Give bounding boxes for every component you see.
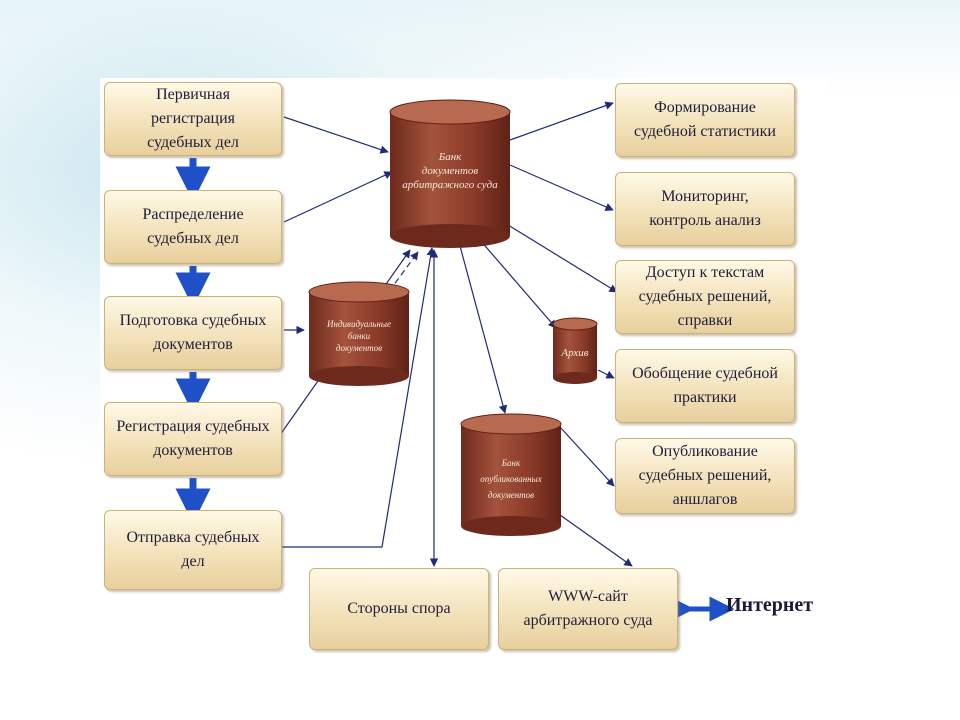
box-parties-label: Стороны спора — [347, 600, 451, 617]
individual-banks-label: Индивидуальные банки документов — [327, 319, 391, 353]
archive-label: Архив — [561, 347, 589, 359]
box-website: WWW-сайт арбитражного суда — [498, 568, 678, 650]
box-parties: Стороны спора — [309, 568, 489, 650]
arrow-dist-to-bank — [283, 171, 393, 223]
arrow-bank-to-archive — [479, 239, 557, 329]
box-doc-registration-label: Регистрация судебных документов — [116, 418, 270, 459]
box-doc-registration: Регистрация судебных документов — [104, 402, 282, 476]
box-sending-label: Отправка судебных дел — [126, 529, 260, 570]
arrow-bank-to-access — [499, 219, 618, 293]
arrow-published-to-publication — [559, 426, 615, 487]
cylinder-main-bank — [389, 99, 511, 248]
cylinder-individual-banks — [308, 281, 410, 386]
box-publication-label: Опубликование судебных решений, аншлагов — [638, 443, 772, 508]
arrow-send-to-bank — [282, 247, 435, 548]
box-distribution-label: Распределение судебных дел — [142, 206, 244, 247]
cylinder-archive — [552, 317, 598, 384]
arrow-bank-to-stats — [509, 101, 614, 141]
box-preparation: Подготовка судебных документов — [104, 296, 282, 370]
arrow-archive-to-practice — [597, 369, 615, 379]
box-website-label: WWW-сайт арбитражного суда — [523, 588, 653, 629]
box-sending: Отправка судебных дел — [104, 510, 282, 590]
box-primary-registration: Первичная регистрация судебных дел — [104, 82, 282, 156]
arrow-published-to-website — [559, 514, 633, 567]
box-practice-label: Обобщение судебной практики — [632, 365, 778, 406]
box-primary-registration-label: Первичная регистрация судебных дел — [147, 86, 239, 151]
arrow-bank-to-monitoring — [509, 164, 614, 211]
cylinder-published-bank — [460, 413, 562, 536]
box-publication: Опубликование судебных решений, аншлагов — [615, 438, 795, 514]
box-access-label: Доступ к текстам судебных решений, справ… — [638, 264, 772, 329]
internet-label: Интернет — [726, 594, 814, 616]
arrow-bank-to-published — [459, 245, 508, 414]
box-statistics: Формирование судебной статистики — [615, 83, 795, 157]
main-bank-label: Банк документов арбитражного суда — [402, 151, 498, 191]
box-access: Доступ к текстам судебных решений, справ… — [615, 260, 795, 334]
published-bank-label: Банк опубликованных документов — [480, 458, 542, 500]
box-monitoring-label: Мониторинг, контроль анализ — [649, 188, 761, 229]
box-preparation-label: Подготовка судебных документов — [119, 312, 267, 353]
arrow-individual-to-bank — [323, 251, 419, 381]
box-monitoring: Мониторинг, контроль анализ — [615, 172, 795, 246]
arrow-reg-to-bank — [283, 116, 389, 154]
box-statistics-label: Формирование судебной статистики — [634, 99, 776, 140]
box-practice: Обобщение судебной практики — [615, 349, 795, 423]
box-distribution: Распределение судебных дел — [104, 190, 282, 264]
